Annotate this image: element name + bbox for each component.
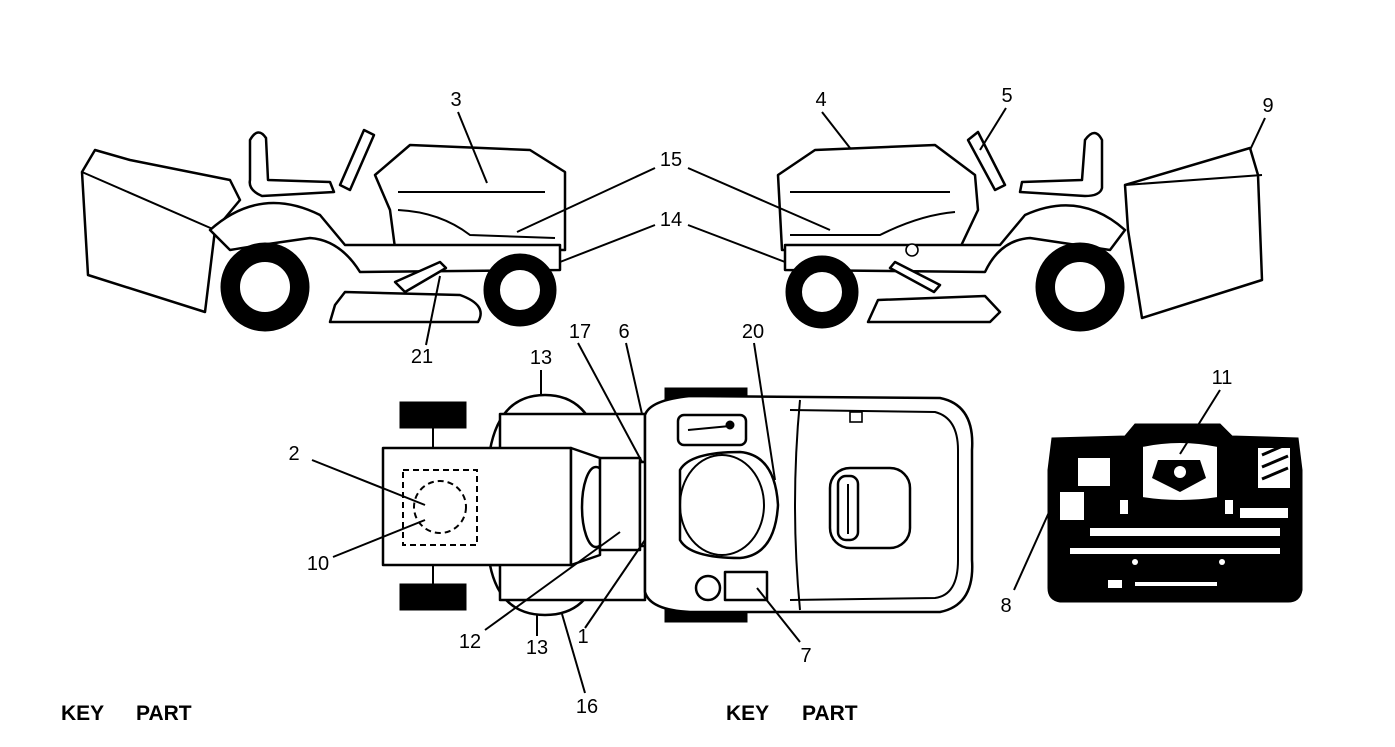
part-header-left: PART (136, 702, 192, 725)
callout-5: 5 (1001, 85, 1012, 107)
mower-left-side-view (80, 128, 567, 332)
callout-21: 21 (411, 346, 433, 368)
mower-right-side-view (776, 130, 1264, 332)
callout-20: 20 (742, 321, 764, 343)
callout-9: 9 (1262, 95, 1273, 117)
callout-12: 12 (459, 631, 481, 653)
part-header-right: PART (802, 702, 858, 725)
callout-2: 2 (288, 443, 299, 465)
callout-13-top: 13 (530, 347, 552, 369)
key-header-right: KEY (726, 702, 769, 725)
callout-6: 6 (618, 321, 629, 343)
callout-7: 7 (800, 645, 811, 667)
leader-lines (311, 107, 1266, 694)
callout-4: 4 (815, 89, 826, 111)
legend-headers: KEY PART KEY PART (61, 702, 858, 725)
callout-labels: 1 2 3 4 5 6 7 8 9 10 11 12 13 13 14 15 1… (288, 85, 1273, 718)
callout-8: 8 (1000, 595, 1011, 617)
callout-10: 10 (307, 553, 329, 575)
callout-3: 3 (450, 89, 461, 111)
callout-17: 17 (569, 321, 591, 343)
callout-15: 15 (660, 149, 682, 171)
key-header-left: KEY (61, 702, 104, 725)
callout-14: 14 (660, 209, 682, 231)
callout-13-bottom: 13 (526, 637, 548, 659)
callout-11: 11 (1212, 367, 1233, 389)
control-panel-decal (1047, 423, 1303, 603)
mower-top-view (381, 387, 974, 623)
callout-1: 1 (577, 626, 588, 648)
callout-16: 16 (576, 696, 598, 718)
